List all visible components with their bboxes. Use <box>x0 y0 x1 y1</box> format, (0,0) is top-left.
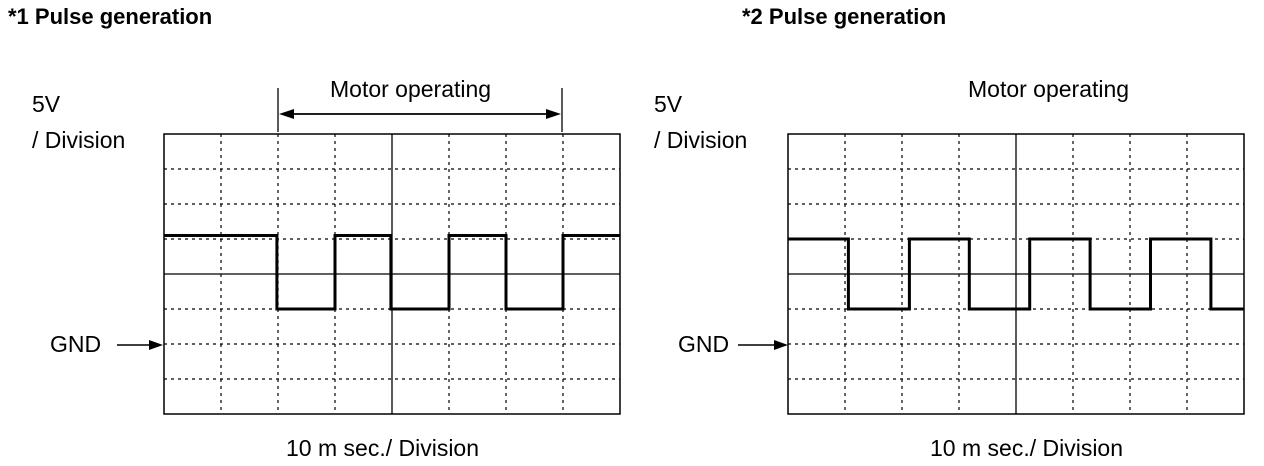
pulse-diagram-2: *2 Pulse generation 5V / Division Motor … <box>632 0 1264 466</box>
gnd-label: GND <box>678 331 730 357</box>
diagram-title: *2 Pulse generation <box>742 4 947 29</box>
motor-operating-label: Motor operating <box>330 76 492 102</box>
pulse-waveform <box>788 237 1244 311</box>
pulse-diagram-1: *1 Pulse generation 5V / Division Motor … <box>8 4 621 461</box>
voltage-scale-value: 5V <box>32 91 61 117</box>
motor-operating-label: Motor operating <box>968 76 1130 102</box>
oscilloscope-screen <box>117 88 621 415</box>
gnd-arrow <box>738 340 788 350</box>
voltage-scale-unit: / Division <box>654 127 748 153</box>
gnd-label: GND <box>50 331 102 357</box>
time-scale-label: 10 m sec./ Division <box>286 435 480 461</box>
time-scale-label: 10 m sec./ Division <box>930 435 1124 461</box>
operating-range-arrow <box>277 88 563 132</box>
pulse-waveform <box>164 234 620 311</box>
gnd-arrow <box>117 340 163 350</box>
voltage-scale-value: 5V <box>654 91 683 117</box>
diagram-title: *1 Pulse generation <box>8 4 213 29</box>
oscilloscope-screen <box>738 133 1245 415</box>
voltage-scale-unit: / Division <box>32 127 126 153</box>
